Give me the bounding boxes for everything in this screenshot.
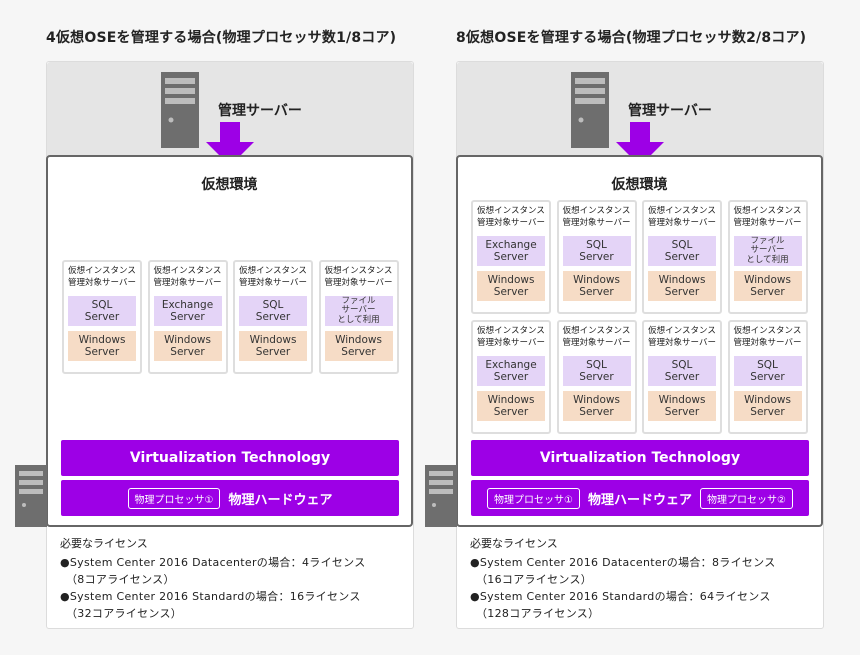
right-virtual-environment-label: 仮想環境	[611, 177, 668, 193]
left-license-line-4: （32コアライセンス）	[66, 607, 183, 620]
right-virtualization-technology-bar: Virtualization Technology	[471, 440, 809, 476]
right-processor-badge-1: 物理プロセッサ①	[487, 487, 580, 509]
vm-card-title: 仮想インスタンス管理対象サーバー	[562, 206, 631, 228]
left-physical-server-icon	[15, 465, 47, 527]
left-virtualization-technology-bar: Virtualization Technology	[61, 440, 399, 476]
vm-card-title: 仮想インスタンス管理対象サーバー	[239, 266, 307, 288]
left-physical-hardware-label: 物理ハードウェア	[228, 492, 333, 508]
vm-card-title: 仮想インスタンス管理対象サーバー	[477, 206, 545, 228]
right-license-line-3: ●System Center 2016 Standardの場合：64ライセンス	[470, 590, 771, 603]
right-management-server-label: 管理サーバー	[628, 103, 712, 119]
vm-card-title: 仮想インスタンス管理対象サーバー	[648, 326, 716, 348]
left-panel-title: 4仮想OSEを管理する場合(物理プロセッサ数1/8コア)	[46, 30, 397, 46]
right-license-heading: 必要なライセンス	[470, 537, 558, 550]
right-physical-server-icon	[425, 465, 457, 527]
left-management-server-icon	[161, 72, 199, 148]
right-license-line-2: （16コアライセンス）	[476, 573, 593, 586]
left-license-line-2: （8コアライセンス）	[66, 573, 175, 586]
left-virtual-environment-label: 仮想環境	[201, 177, 258, 193]
vm-app-box: ファイルサーバーとして利用	[733, 236, 802, 266]
vm-card-title: 仮想インスタンス管理対象サーバー	[153, 266, 222, 288]
left-processor-badge-1: 物理プロセッサ①	[127, 487, 221, 509]
vm-card-title: 仮想インスタンス管理対象サーバー	[324, 266, 393, 288]
vm-card-title: 仮想インスタンス管理対象サーバー	[562, 326, 631, 348]
left-license-line-3: ●System Center 2016 Standardの場合：16ライセンス	[60, 590, 361, 603]
right-physical-hardware-bar: 物理プロセッサ① 物理ハードウェア 物理プロセッサ②	[471, 480, 809, 516]
right-down-arrow-icon	[616, 122, 664, 166]
vm-card-title: 仮想インスタンス管理対象サーバー	[733, 326, 802, 348]
right-physical-hardware-label: 物理ハードウェア	[587, 492, 692, 508]
right-processor-badge-2: 物理プロセッサ②	[700, 487, 793, 509]
vm-card-title: 仮想インスタンス管理対象サーバー	[477, 326, 545, 348]
right-license-line-1: ●System Center 2016 Datacenterの場合：8ライセンス	[470, 556, 776, 569]
vm-card-title: 仮想インスタンス管理対象サーバー	[68, 266, 136, 288]
right-management-server-icon	[571, 72, 609, 148]
left-management-server-label: 管理サーバー	[218, 103, 302, 119]
vm-card-title: 仮想インスタンス管理対象サーバー	[648, 206, 716, 228]
vm-card-title: 仮想インスタンス管理対象サーバー	[733, 206, 802, 228]
left-down-arrow-icon	[206, 122, 254, 166]
left-license-line-1: ●System Center 2016 Datacenterの場合：4ライセンス	[60, 556, 366, 569]
right-panel-title: 8仮想OSEを管理する場合(物理プロセッサ数2/8コア)	[456, 30, 807, 46]
right-license-line-4: （128コアライセンス）	[476, 607, 600, 620]
vm-app-box: ファイルサーバーとして利用	[324, 296, 393, 326]
left-license-heading: 必要なライセンス	[60, 537, 148, 550]
left-physical-hardware-bar: 物理プロセッサ① 物理ハードウェア	[61, 480, 399, 516]
